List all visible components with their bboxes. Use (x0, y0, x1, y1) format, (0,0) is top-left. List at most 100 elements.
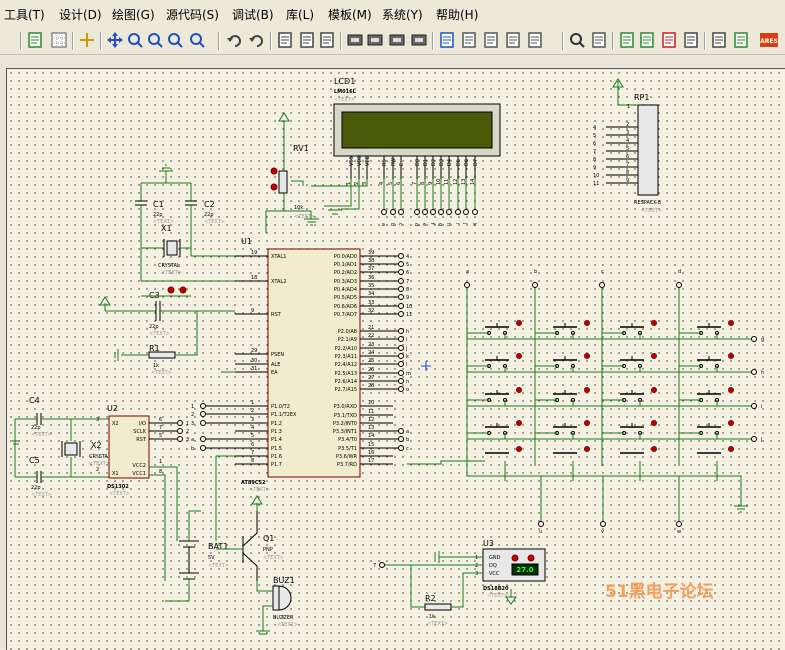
copy-icon[interactable] (298, 31, 316, 49)
lcd1-terminal[interactable] (381, 209, 387, 215)
keypad-button-terminal[interactable] (516, 420, 522, 426)
bom-icon[interactable] (710, 31, 728, 49)
keypad-col-terminal[interactable] (464, 282, 470, 288)
u1-p0-terminal[interactable] (398, 294, 404, 300)
keypad-button-terminal[interactable] (651, 446, 657, 452)
block-rotate-icon[interactable] (388, 31, 406, 49)
u3-terminal[interactable] (527, 554, 535, 562)
u1-p0-terminal[interactable] (398, 278, 404, 284)
search-icon[interactable] (568, 31, 586, 49)
u3-terminal[interactable] (511, 554, 519, 562)
rp1-body[interactable] (637, 104, 659, 196)
q1-vcc-arrow[interactable] (251, 495, 263, 505)
buz1-body-rect[interactable] (272, 585, 280, 611)
paste-icon[interactable] (318, 31, 336, 49)
keypad-col-terminal[interactable] (532, 282, 538, 288)
u1-p0-terminal[interactable] (398, 286, 404, 292)
keypad-button-terminal[interactable] (651, 353, 657, 359)
make-device-icon[interactable] (460, 31, 478, 49)
keypad-row-terminal[interactable] (751, 436, 757, 442)
u1-p3-terminal[interactable] (398, 428, 404, 434)
keypad-row-terminal[interactable] (751, 336, 757, 342)
keypad-button-terminal[interactable] (651, 387, 657, 393)
lcd1-terminal[interactable] (390, 209, 396, 215)
block-delete-icon[interactable] (410, 31, 428, 49)
u3-terminal-io[interactable] (379, 562, 385, 568)
u1-p0-terminal[interactable] (398, 261, 404, 267)
menu-item-7[interactable]: 系统(Y) (382, 8, 423, 22)
keypad-button-terminal[interactable] (516, 387, 522, 393)
zoom-all-icon[interactable] (166, 31, 184, 49)
u1-p1-terminal[interactable] (200, 403, 206, 409)
block-move-icon[interactable] (366, 31, 384, 49)
u1-p0-terminal[interactable] (398, 311, 404, 317)
u3-display[interactable] (511, 563, 539, 576)
u1-p2-terminal[interactable] (398, 353, 404, 359)
lcd1-terminal[interactable] (422, 209, 428, 215)
menu-item-3[interactable]: 源代码(S) (166, 8, 219, 22)
zoom-out-icon[interactable] (146, 31, 164, 49)
pick-device-icon[interactable] (438, 31, 456, 49)
redo-icon[interactable] (248, 31, 266, 49)
new-sheet-icon[interactable] (618, 31, 636, 49)
keypad-col-terminal[interactable] (676, 282, 682, 288)
keypad-button-terminal[interactable] (728, 420, 734, 426)
keypad-button-terminal[interactable] (584, 353, 590, 359)
rv1-terminal[interactable] (270, 167, 278, 175)
c3-vcc-arrow[interactable] (99, 296, 111, 306)
menu-item-1[interactable]: 设计(D) (59, 8, 102, 22)
lcd1-terminal[interactable] (463, 209, 469, 215)
c3-terminal[interactable] (179, 286, 187, 294)
u1-p2-terminal[interactable] (398, 386, 404, 392)
menu-item-4[interactable]: 调试(B) (232, 8, 274, 22)
property-tool-icon[interactable] (590, 31, 608, 49)
u1-p2-terminal[interactable] (398, 370, 404, 376)
keypad-button-terminal[interactable] (584, 387, 590, 393)
remove-sheet-icon[interactable] (660, 31, 678, 49)
u1-p3-terminal[interactable] (398, 436, 404, 442)
buz1-body[interactable] (278, 585, 292, 611)
u1-p2-terminal[interactable] (398, 378, 404, 384)
rv1-terminal[interactable] (270, 183, 278, 191)
keypad-button-terminal[interactable] (516, 353, 522, 359)
u1-p0-terminal[interactable] (398, 269, 404, 275)
block-copy-icon[interactable] (346, 31, 364, 49)
menu-item-8[interactable]: 帮助(H) (436, 8, 479, 22)
lcd1-terminal[interactable] (414, 209, 420, 215)
lcd1-display[interactable] (341, 111, 493, 149)
x1-body[interactable] (166, 240, 178, 256)
keypad-button-terminal[interactable] (651, 420, 657, 426)
keypad-button-terminal[interactable] (516, 446, 522, 452)
keypad-terminal[interactable] (676, 521, 682, 527)
u1-p1-terminal[interactable] (200, 411, 206, 417)
menu-item-5[interactable]: 库(L) (286, 8, 315, 22)
keypad-button-terminal[interactable] (728, 446, 734, 452)
c3-terminal[interactable] (167, 286, 175, 294)
x2-body[interactable] (64, 442, 78, 456)
r1-body[interactable] (148, 351, 176, 359)
u1-p1-terminal[interactable] (200, 436, 206, 442)
u2-body[interactable] (108, 415, 150, 479)
package-icon[interactable] (482, 31, 500, 49)
keypad-col-terminal[interactable] (599, 282, 605, 288)
lcd1-terminal[interactable] (430, 209, 436, 215)
keypad-terminal[interactable] (538, 521, 544, 527)
u3-vcc-arrow[interactable] (505, 596, 517, 605)
keypad-button-terminal[interactable] (651, 320, 657, 326)
zoom-in-icon[interactable] (126, 31, 144, 49)
keypad-button-terminal[interactable] (728, 320, 734, 326)
rp1-vcc-arrow[interactable] (612, 78, 624, 88)
u2-terminal[interactable] (177, 436, 183, 442)
u1-p2-terminal[interactable] (398, 361, 404, 367)
r2-body[interactable] (424, 603, 452, 611)
schematic-canvas[interactable]: LCD1LM016L<TEXT>VSS1VDD2VEE3RS4RW5E6D07D… (7, 69, 785, 650)
exit-sheet-icon[interactable] (682, 31, 700, 49)
refresh-icon[interactable] (26, 31, 44, 49)
rv1-body[interactable] (278, 170, 288, 194)
u1-p0-terminal[interactable] (398, 253, 404, 259)
keypad-button-terminal[interactable] (584, 320, 590, 326)
u1-p2-terminal[interactable] (398, 336, 404, 342)
u1-p3-terminal[interactable] (398, 445, 404, 451)
keypad-terminal[interactable] (600, 521, 606, 527)
